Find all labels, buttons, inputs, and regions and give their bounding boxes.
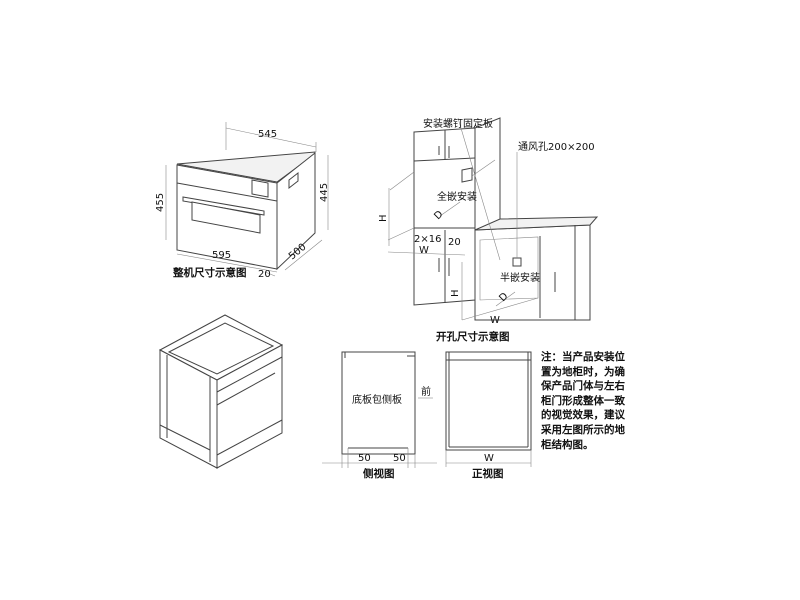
oven-dimension-lines xyxy=(165,122,329,277)
installation-note: 注：当产品安装位置为地柜时，为确保产品门体与左右柜门形成整体一致的视觉效果，建议… xyxy=(541,351,625,451)
base-cabinet-iso xyxy=(158,314,284,469)
front-view-title: 正视图 xyxy=(472,467,504,480)
dim-20: 20 xyxy=(258,269,271,280)
side-dim-right: 50 xyxy=(393,453,406,464)
label-full-install: 全嵌安装 xyxy=(437,190,477,203)
label-screw-size: 2×16 xyxy=(414,234,441,245)
label-W-full: W xyxy=(419,245,429,256)
side-view-title: 侧视图 xyxy=(363,467,395,480)
side-view-front-label: 前 xyxy=(421,385,431,398)
side-dim-left: 50 xyxy=(358,453,371,464)
dim-545: 545 xyxy=(258,129,277,140)
label-H-half: H xyxy=(450,289,461,297)
cutout-title: 开孔尺寸示意图 xyxy=(436,330,510,343)
cabinet-drawing xyxy=(387,117,599,321)
oven-title: 整机尺寸示意图 xyxy=(172,266,247,279)
front-view-drawing xyxy=(445,351,532,467)
label-gap-20: 20 xyxy=(448,237,461,248)
label-vent: 通风孔200×200 xyxy=(518,141,595,153)
dim-455: 455 xyxy=(155,193,166,212)
front-view-width-label: W xyxy=(484,453,494,464)
side-view-inner-label: 底板包侧板 xyxy=(352,393,402,406)
label-screw-plate: 安装螺钉固定板 xyxy=(423,117,493,130)
label-W-half: W xyxy=(490,315,500,326)
label-half-install: 半嵌安装 xyxy=(500,271,540,284)
dim-595: 595 xyxy=(212,250,231,261)
label-H-full: H xyxy=(378,214,389,222)
side-view-drawing xyxy=(322,351,437,468)
oven-drawing xyxy=(176,151,316,271)
dim-445: 445 xyxy=(319,183,330,202)
